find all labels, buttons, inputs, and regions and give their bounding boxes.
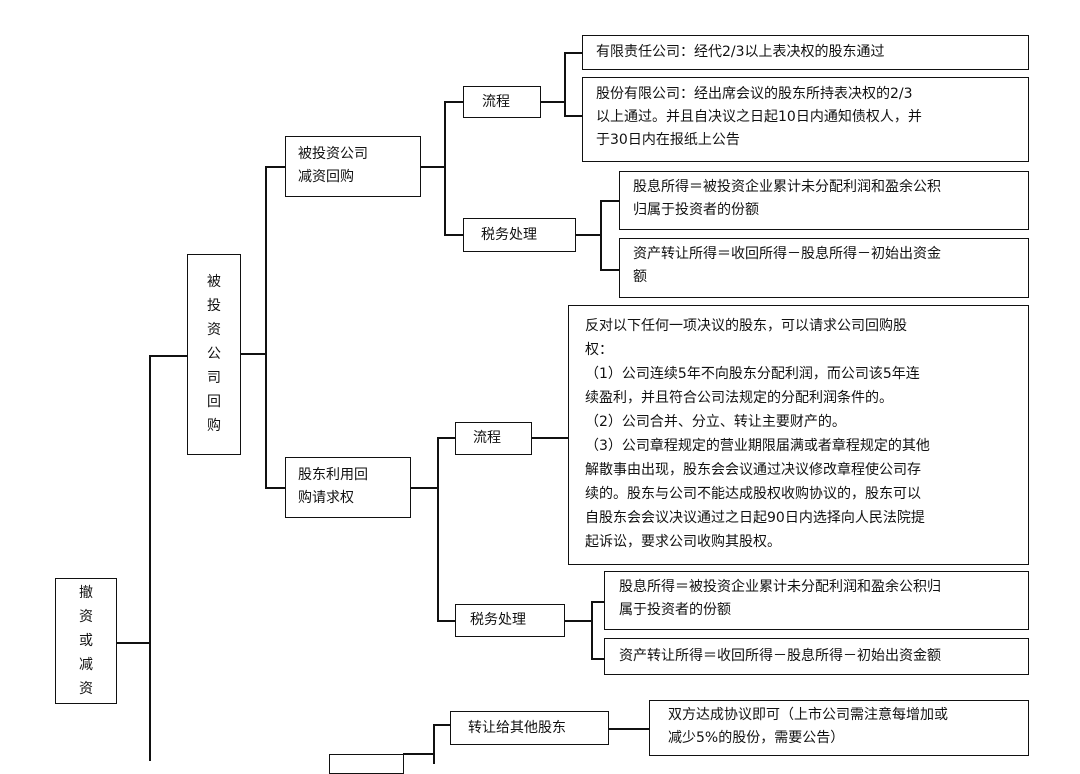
node-text-line: 有限责任公司：经代2/3以上表决权的股东通过 [596, 44, 885, 60]
connector [591, 601, 605, 603]
node-text-line: 资产转让所得＝收回所得－股息所得－初始出资金 [633, 246, 941, 262]
node-label-line: 购请求权 [298, 490, 354, 506]
root-node-withdrawal-or-reduction: 撤 资 或 减 资 [55, 578, 117, 704]
connector [149, 355, 188, 357]
connector [564, 620, 592, 622]
node-text-line: 反对以下任何一项决议的股东，可以请求公司回购股 [585, 318, 907, 334]
node-char: 资 [207, 322, 221, 338]
node-char: 购 [207, 418, 221, 434]
node-shareholder-buyback-right: 股东利用回 购请求权 [285, 457, 411, 518]
connector [403, 753, 434, 755]
connector [564, 115, 583, 117]
node-asset-transfer-income-1: 资产转让所得＝收回所得－股息所得－初始出资金 额 [619, 238, 1029, 298]
node-label: 税务处理 [481, 227, 537, 243]
connector [564, 52, 583, 54]
connector [433, 724, 435, 764]
node-text-line: 双方达成协议即可（上市公司需注意每增加或 [668, 707, 948, 723]
node-text-line: （3）公司章程规定的营业期限届满或者章程规定的其他 [585, 438, 930, 454]
node-text-line: 于30日内在报纸上公告 [596, 132, 740, 148]
node-text-line: 续盈利，并且符合公司法规定的分配利润条件的。 [585, 390, 893, 406]
connector [444, 101, 446, 235]
node-text-line: 额 [633, 269, 647, 285]
node-label-line: 被投资公司 [298, 146, 368, 162]
node-buyback-request-conditions: 反对以下任何一项决议的股东，可以请求公司回购股 权： （1）公司连续5年不向股东… [568, 305, 1029, 565]
node-invested-company-capital-reduction-buyback: 被投资公司 减资回购 [285, 136, 421, 197]
node-text-line: 减少5%的股份，需要公告） [668, 730, 845, 746]
connector [265, 166, 267, 488]
node-text-line: 股份有限公司：经出席会议的股东所持表决权的2/3 [596, 86, 913, 102]
connector [591, 658, 605, 660]
node-text-line: 自股东会会议决议通过之日起90日内选择向人民法院提 [585, 510, 925, 526]
node-invested-company-buyback: 被 投 资 公 司 回 购 [187, 254, 241, 455]
node-dividend-income-1: 股息所得＝被投资企业累计未分配利润和盈余公积 归属于投资者的份额 [619, 171, 1029, 230]
node-text-line: 权： [585, 342, 613, 358]
connector [575, 234, 601, 236]
node-char: 被 [207, 274, 221, 290]
node-label: 流程 [482, 94, 510, 110]
node-process-1: 流程 [463, 86, 541, 118]
node-text-line: 属于投资者的份额 [619, 602, 731, 618]
node-text-line: （2）公司合并、分立、转让主要财产的。 [585, 414, 846, 430]
node-tax-treatment-1: 税务处理 [463, 218, 576, 252]
connector [240, 353, 266, 355]
connector [437, 437, 439, 621]
root-char: 资 [79, 681, 93, 697]
connector [564, 52, 566, 116]
node-text-line: 归属于投资者的份额 [633, 202, 759, 218]
node-partial-transfer-branch [329, 754, 404, 774]
root-char: 撤 [79, 585, 93, 601]
connector [265, 166, 286, 168]
node-text-line: （1）公司连续5年不向股东分配利润，而公司该5年连 [585, 366, 920, 382]
node-text-line: 续的。股东与公司不能达成股权收购协议的，股东可以 [585, 486, 921, 502]
node-text-line: 以上通过。并且自决议之日起10日内通知债权人，并 [596, 109, 922, 125]
root-char: 资 [79, 609, 93, 625]
node-dividend-income-2: 股息所得＝被投资企业累计未分配利润和盈余公积归 属于投资者的份额 [604, 571, 1029, 630]
connector [149, 355, 151, 761]
connector [591, 601, 593, 659]
node-text-line: 起诉讼，要求公司收购其股权。 [585, 534, 781, 550]
node-label-line: 股东利用回 [298, 467, 368, 483]
node-transfer-to-other-shareholders: 转让给其他股东 [450, 711, 609, 745]
connector [437, 437, 456, 439]
node-asset-transfer-income-2: 资产转让所得＝收回所得－股息所得－初始出资金额 [604, 638, 1029, 675]
node-label: 流程 [473, 430, 501, 446]
connector [531, 437, 569, 439]
node-label: 税务处理 [470, 612, 526, 628]
node-char: 司 [207, 370, 221, 386]
connector [540, 101, 565, 103]
node-label: 转让给其他股东 [468, 720, 566, 736]
root-char: 或 [79, 633, 93, 649]
node-text-line: 股息所得＝被投资企业累计未分配利润和盈余公积归 [619, 579, 941, 595]
connector [410, 487, 438, 489]
connector [437, 620, 456, 622]
connector [420, 166, 445, 168]
connector [600, 200, 620, 202]
node-joint-stock-approval: 股份有限公司：经出席会议的股东所持表决权的2/3 以上通过。并且自决议之日起10… [582, 77, 1029, 162]
connector [600, 269, 620, 271]
connector [433, 724, 451, 726]
node-agreement-note: 双方达成协议即可（上市公司需注意每增加或 减少5%的股份，需要公告） [649, 700, 1029, 756]
node-text-line: 股息所得＝被投资企业累计未分配利润和盈余公积 [633, 179, 941, 195]
node-process-2: 流程 [455, 422, 532, 455]
connector [608, 728, 650, 730]
node-char: 公 [207, 346, 221, 362]
node-llc-approval: 有限责任公司：经代2/3以上表决权的股东通过 [582, 35, 1029, 70]
connector [444, 234, 464, 236]
node-char: 回 [207, 394, 221, 410]
node-char: 投 [207, 298, 221, 314]
connector [265, 487, 286, 489]
connector [600, 200, 602, 270]
root-char: 减 [79, 657, 93, 673]
connector [116, 642, 150, 644]
node-tax-treatment-2: 税务处理 [455, 604, 565, 637]
node-text-line: 资产转让所得＝收回所得－股息所得－初始出资金额 [619, 648, 941, 664]
node-text-line: 解散事由出现，股东会会议通过决议修改章程使公司存 [585, 462, 921, 478]
connector [444, 101, 464, 103]
node-label-line: 减资回购 [298, 169, 354, 185]
